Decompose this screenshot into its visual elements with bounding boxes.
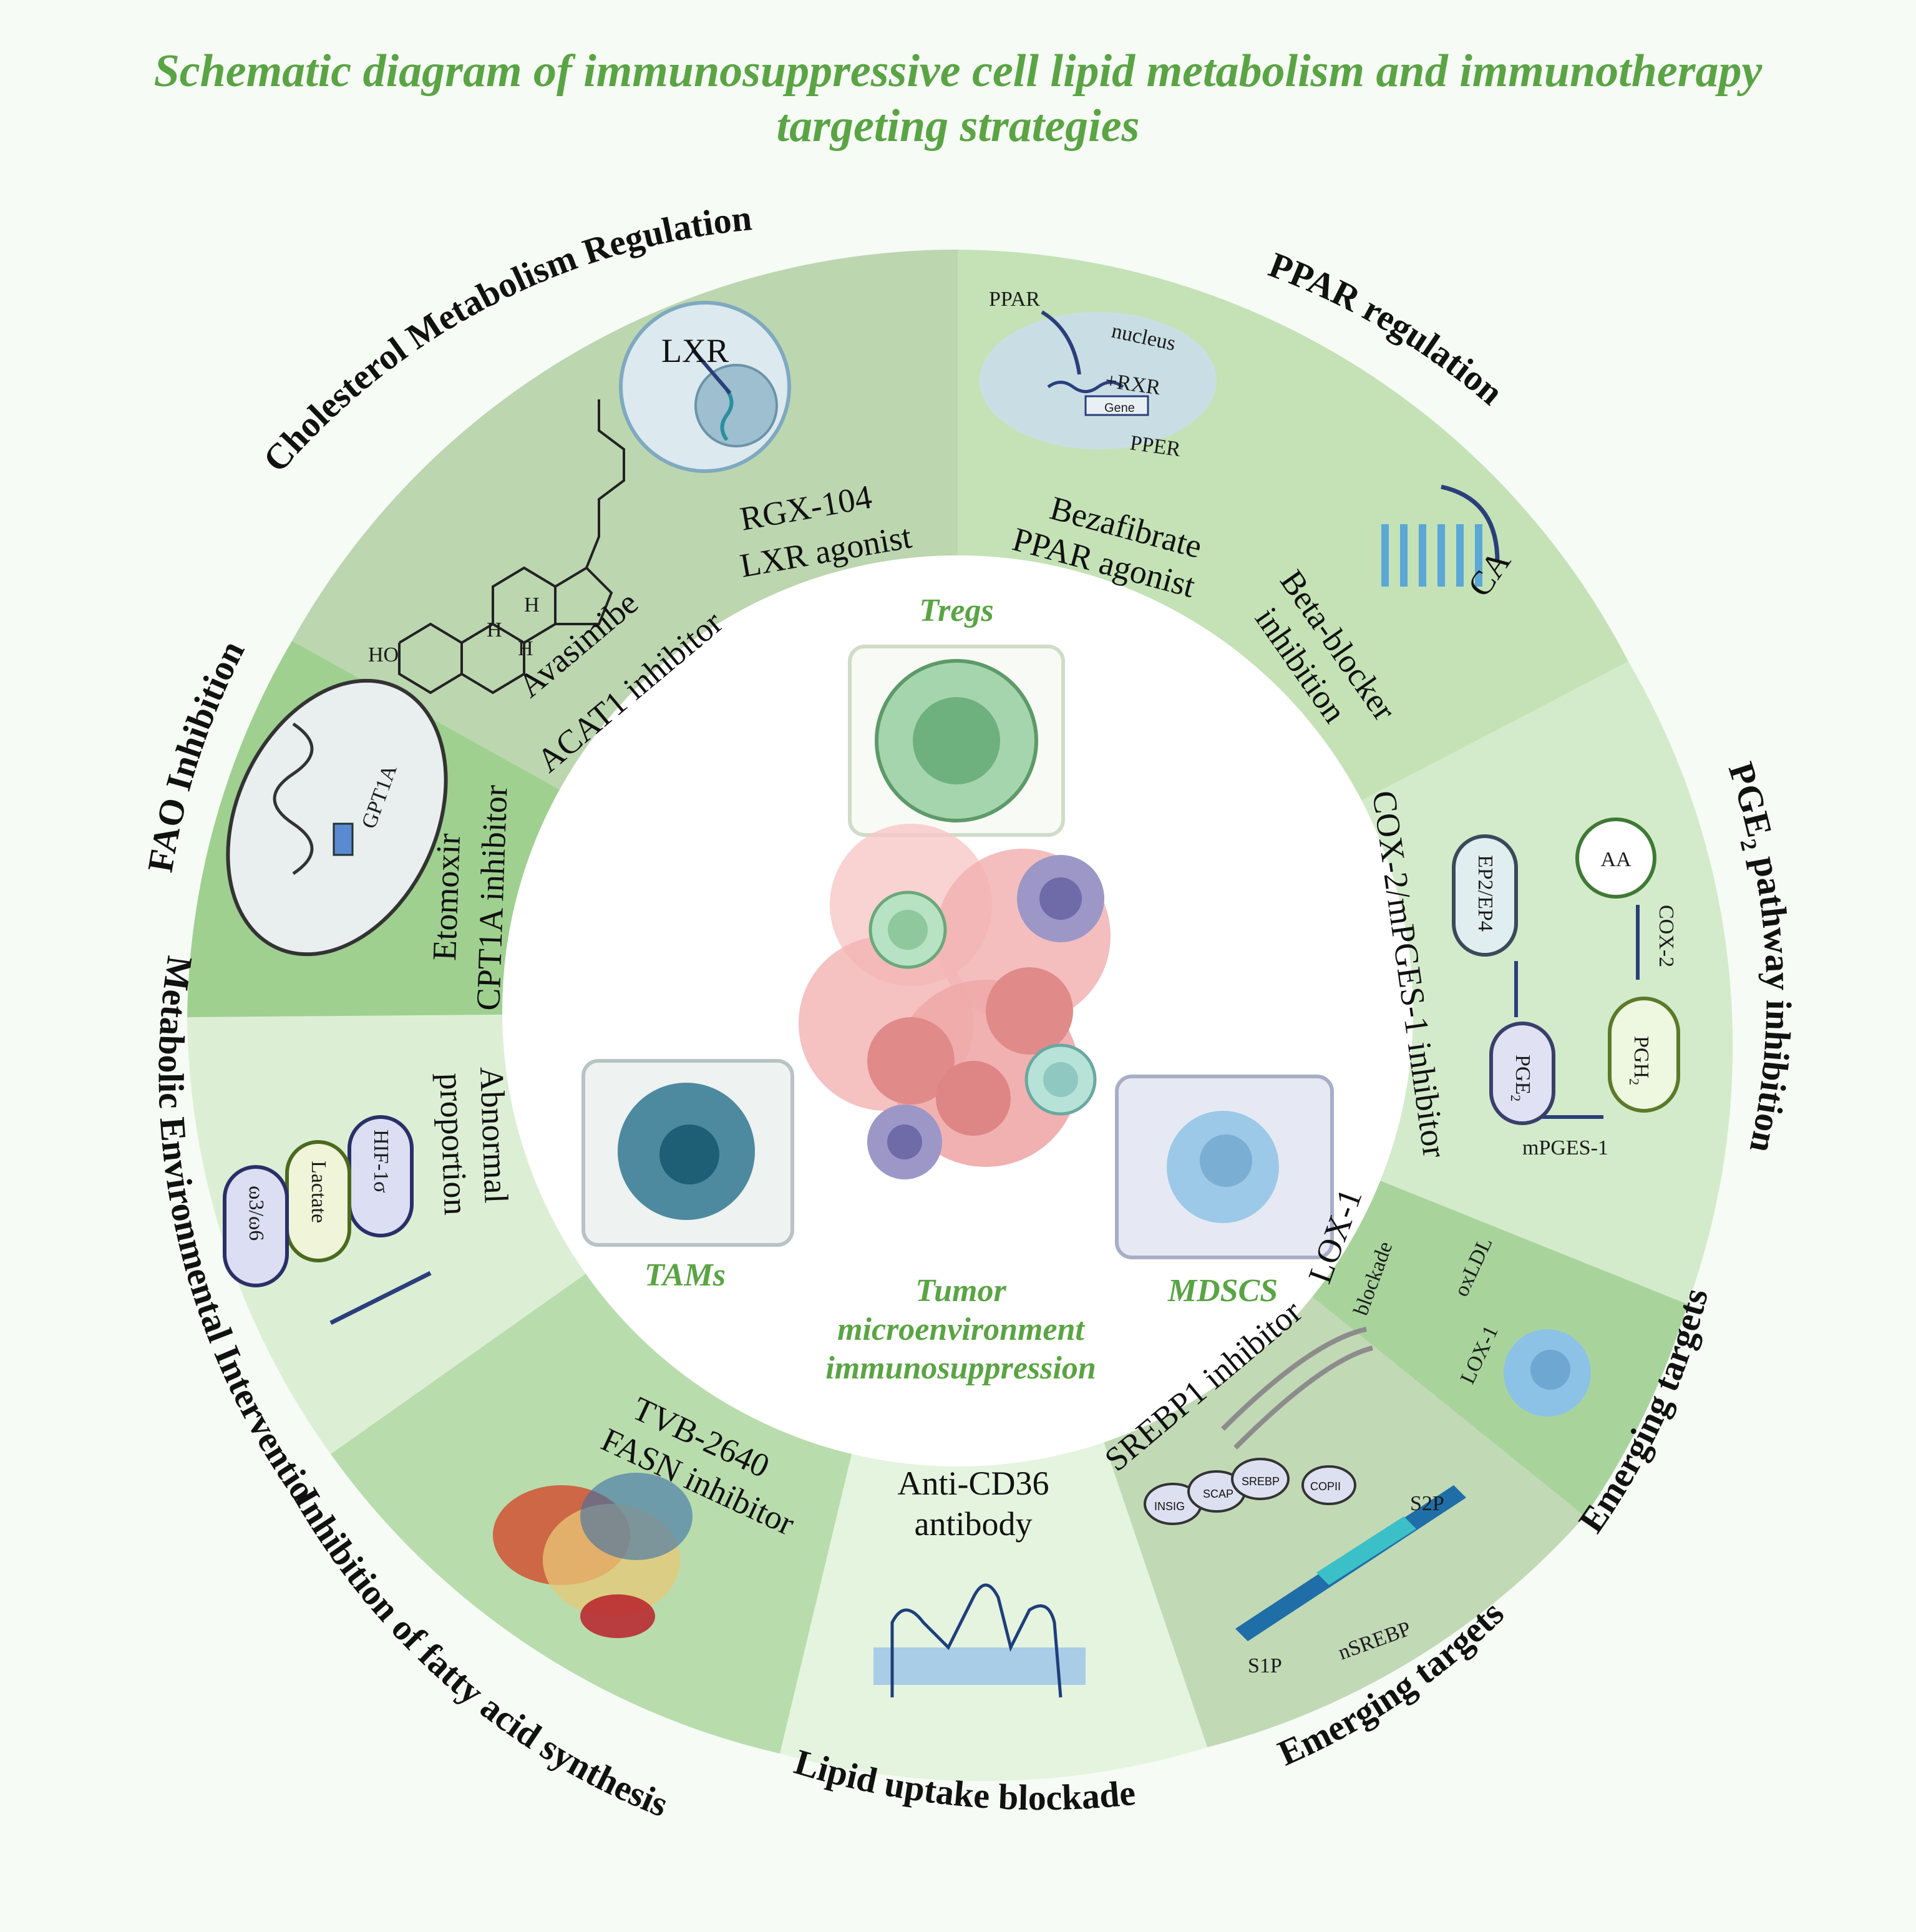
- s2p-label: S2P: [1410, 1492, 1444, 1515]
- tme-line-2: microenvironment: [837, 1312, 1085, 1347]
- mdscs-label: MDSCS: [1167, 1273, 1278, 1309]
- omega-node: [223, 1165, 289, 1287]
- insig-label: INSIG: [1154, 1500, 1185, 1513]
- etomoxir-name: Etomoxir: [426, 832, 467, 961]
- title-line-2: targeting strategies: [776, 100, 1140, 152]
- h-label-1: H: [524, 593, 540, 617]
- tregs-cell-card: [848, 645, 1065, 837]
- tumor-cluster: [799, 824, 1111, 1179]
- cholesterol-molecule-icon: [398, 399, 625, 695]
- mdscs-cell-card: [1115, 1075, 1334, 1259]
- ppar-small-label: PPAR: [989, 288, 1040, 311]
- srebp-label: SREBP: [1242, 1475, 1280, 1488]
- mpges1-label: mPGES-1: [1522, 1136, 1608, 1159]
- h-label-3: H: [518, 637, 533, 660]
- receptor-icon: [1381, 524, 1482, 587]
- tme-label: Tumor microenvironment immunosuppression: [825, 1273, 1096, 1386]
- nucleus-icon: [980, 312, 1217, 449]
- pge2-node: [1489, 1022, 1555, 1125]
- omega-label: ω3/ω6: [245, 1186, 268, 1241]
- increase-arrow: [329, 1271, 432, 1325]
- tme-line-3: immunosuppression: [825, 1350, 1096, 1386]
- aa-node: [1575, 817, 1656, 899]
- srebp-icon: [1231, 1458, 1290, 1500]
- h-label-2: H: [487, 618, 502, 642]
- diagram-title: Schematic diagram of immunosuppressive c…: [0, 44, 1916, 154]
- cox2-label: COX-2: [1655, 905, 1678, 967]
- pgh2-label: PGH2: [1627, 1036, 1653, 1085]
- ep-node: [1452, 834, 1518, 957]
- abnormal-line-2: proportion: [432, 1072, 475, 1216]
- scap-label: SCAP: [1203, 1488, 1233, 1500]
- pge2-label: PGE2: [1508, 1055, 1534, 1101]
- membrane-icon: [873, 1647, 1086, 1685]
- tregs-label: Tregs: [919, 593, 993, 628]
- metabolic-content: Abnormal proportion HIF-1σ Lactate ω3/ω6: [223, 1066, 515, 1325]
- fasn-protein-icon: [493, 1473, 693, 1638]
- tams-label: TAMs: [644, 1257, 726, 1293]
- cd36-content: Anti-CD36 antibody: [873, 1465, 1086, 1698]
- lactate-label: Lactate: [307, 1161, 330, 1223]
- title-line-1: Schematic diagram of immunosuppressive c…: [153, 46, 1763, 97]
- dna-strand-icon: [1235, 1485, 1466, 1641]
- gene-label: Gene: [1104, 401, 1135, 415]
- abnormal-line-1: Abnormal: [473, 1066, 515, 1204]
- cd36-protein-icon: [890, 1583, 1063, 1698]
- aa-label: AA: [1600, 848, 1632, 871]
- anti-cd36-line-2: antibody: [915, 1505, 1033, 1543]
- s1p-label: S1P: [1248, 1654, 1282, 1677]
- cpt1a-icon: [333, 822, 354, 856]
- ho-label: HO: [368, 643, 399, 666]
- anti-cd36-line-1: Anti-CD36: [898, 1465, 1049, 1502]
- copii-label: COPII: [1310, 1480, 1341, 1493]
- pgh2-node: [1608, 997, 1680, 1113]
- fao-content: GPT1A Etomoxir CPT1A inhibitor: [226, 678, 515, 1011]
- lxr-cell-icon: LXR: [619, 301, 791, 473]
- hif-label: HIF-1σ: [369, 1129, 392, 1193]
- ep-label: EP2/EP4: [1474, 855, 1497, 932]
- mitochondrion-icon: [226, 678, 448, 957]
- etomoxir-class: CPT1A inhibitor: [469, 784, 515, 1011]
- copii-icon: [1301, 1465, 1356, 1505]
- tme-line-1: Tumor: [915, 1273, 1006, 1309]
- tams-cell-card: [581, 1059, 794, 1247]
- lxr-label: LXR: [661, 332, 729, 369]
